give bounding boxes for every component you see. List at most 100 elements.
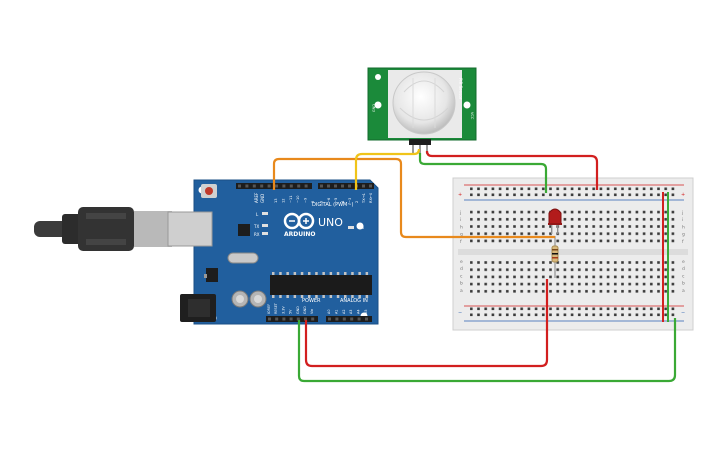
row-letter: j [681, 210, 683, 216]
row-letter: d [460, 266, 463, 272]
orange-wire[interactable] [272, 157, 555, 239]
digital-pin-label: TX→1 [362, 193, 366, 204]
rail-plus-top: + [458, 192, 462, 198]
wires [272, 148, 677, 383]
header-hole[interactable] [252, 184, 256, 188]
digital-pin-label: RX←0 [369, 192, 373, 203]
header-hole[interactable] [282, 317, 286, 321]
digital-pin-label: ~11 [289, 195, 293, 203]
row-letter: b [682, 281, 685, 287]
header-hole[interactable] [289, 317, 293, 321]
led-l [262, 212, 268, 215]
analog-pin-label: A0 [327, 310, 331, 314]
led-on [348, 226, 354, 229]
header-hole[interactable] [245, 184, 249, 188]
regulator [206, 268, 218, 282]
row-letter: e [460, 260, 463, 265]
header-hole[interactable] [357, 317, 361, 321]
chip-pin [272, 295, 275, 298]
gnd-red-wire[interactable] [304, 279, 549, 368]
model-label: UNO [318, 216, 343, 229]
chip-pin [308, 295, 311, 298]
header-hole[interactable] [304, 317, 307, 321]
header-hole[interactable] [350, 317, 354, 321]
header-hole[interactable] [348, 184, 351, 188]
atmega-chip [270, 275, 372, 295]
header-hole[interactable] [334, 184, 337, 188]
digital-label: DIGITAL (PWM~) [312, 202, 354, 208]
aref-label: AREF [254, 192, 259, 203]
header-hole[interactable] [268, 317, 271, 321]
pir-label: PIR Sensor [458, 78, 463, 100]
chip-pin [272, 272, 275, 275]
pir-header [409, 139, 431, 145]
digital-pin-label: ~3 [348, 198, 352, 203]
header-hole[interactable] [282, 184, 286, 188]
row-letter: f [682, 239, 684, 245]
power-pin-label: RESET [274, 302, 278, 314]
five-volt-green-wire[interactable] [297, 318, 677, 383]
pir-red-wire[interactable] [425, 150, 599, 190]
row-letter: a [682, 289, 685, 294]
header-hole[interactable] [369, 184, 372, 188]
chip-pin [279, 295, 282, 298]
pir-pin-vcc: VCC [470, 112, 474, 120]
mounting-hole [356, 222, 364, 230]
analog-pin-label: A4 [357, 310, 361, 314]
header-hole[interactable] [238, 184, 241, 188]
pir-green-wire[interactable] [418, 153, 548, 193]
header-hole[interactable] [311, 317, 315, 321]
header-hole[interactable] [328, 317, 331, 321]
header-hole[interactable] [342, 317, 346, 321]
rail-minus-bottom: − [458, 310, 462, 316]
header-hole[interactable] [365, 317, 368, 321]
chip-pin [358, 272, 361, 275]
chip-pin [351, 295, 354, 298]
chip-pin [365, 272, 369, 275]
digital-pin-label: 7 [320, 201, 324, 203]
chip-pin [344, 272, 347, 275]
chip-pin [315, 295, 318, 298]
power-pin-label: 5V [289, 309, 293, 314]
header-hole[interactable] [327, 184, 330, 188]
digital-pin-label: ~6 [327, 197, 331, 203]
rx-label: RX [254, 232, 260, 237]
analog-pin-label: A3 [349, 310, 353, 314]
chip-pin [300, 295, 304, 298]
analog-pin-label: A5 [364, 310, 368, 314]
chip-pin [344, 295, 347, 298]
row-letter: a [460, 289, 463, 294]
header-hole[interactable] [275, 184, 278, 188]
chip-pin [322, 295, 325, 298]
power-pin-label: Vin [310, 309, 314, 314]
chip-pin [293, 272, 297, 275]
yellow-wire[interactable] [354, 148, 421, 190]
pir-pin [412, 145, 414, 154]
header-hole[interactable] [335, 317, 339, 321]
header-hole[interactable] [260, 184, 264, 188]
row-letter: g [682, 233, 685, 238]
led-tx [262, 224, 268, 227]
center-channel [458, 249, 688, 255]
chip-pin [293, 295, 297, 298]
row-letter: i [460, 217, 461, 223]
digital-pin-label: 13 [274, 198, 278, 203]
header-hole[interactable] [362, 184, 365, 188]
usb-jack [167, 211, 213, 247]
header-hole[interactable] [275, 317, 279, 321]
digital-pin-label: 4 [341, 200, 345, 203]
analog-pin-label: A1 [334, 310, 338, 314]
header-hole[interactable] [304, 184, 308, 188]
row-letter: g [460, 233, 463, 238]
header-hole[interactable] [296, 317, 300, 321]
power-pin-label: IOREF [267, 304, 271, 314]
header-hole[interactable] [341, 184, 344, 188]
crystal [227, 252, 259, 264]
header-hole[interactable] [267, 184, 271, 188]
header-hole[interactable] [320, 184, 323, 188]
chip-pin [322, 272, 325, 275]
header-hole[interactable] [297, 184, 301, 188]
analog-label: ANALOG IN [340, 298, 368, 304]
header-hole[interactable] [289, 184, 293, 188]
